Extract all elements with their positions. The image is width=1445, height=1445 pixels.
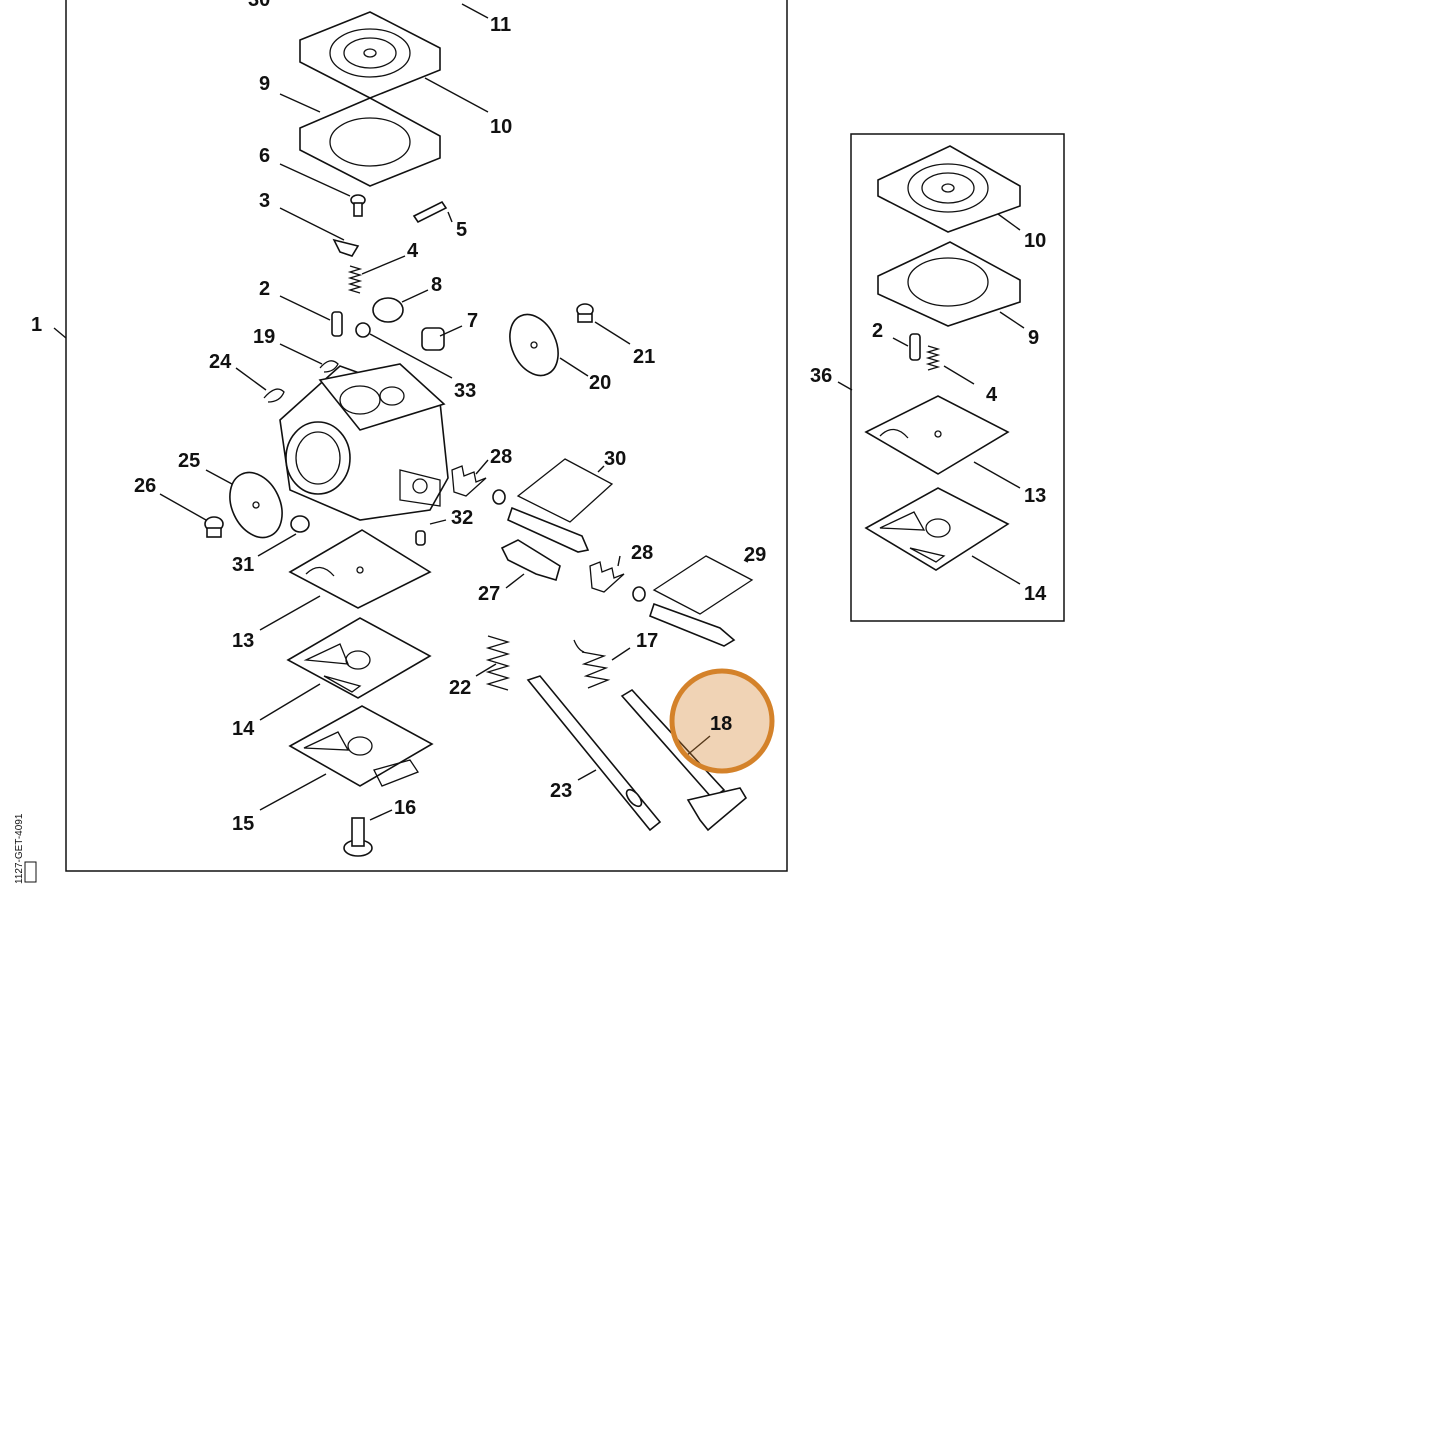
part-14-gasket	[286, 617, 432, 699]
kit-callout-13: 13	[1024, 485, 1046, 507]
callout-28a: 28	[490, 446, 512, 468]
part-29-adjust-screw	[649, 555, 754, 647]
callout-28b: 28	[631, 542, 653, 564]
callout-9: 9	[259, 73, 270, 95]
part-13-diaphragm	[288, 529, 432, 609]
callout-32: 32	[451, 507, 473, 529]
callout-26: 26	[134, 475, 156, 497]
part-18-choke-shaft	[620, 688, 748, 832]
kit-part-9-gasket	[877, 241, 1021, 327]
callout-4: 4	[407, 240, 419, 262]
callout-24: 24	[209, 351, 232, 373]
kit-callout-14: 14	[1024, 583, 1047, 605]
callout-11: 11	[490, 14, 511, 36]
document-number-text: 1127-GET-4091	[14, 813, 25, 884]
kit-part-4-spring	[925, 345, 941, 371]
part-3-lever	[332, 238, 360, 257]
callout-10: 10	[490, 116, 512, 138]
part-6-screw	[350, 194, 366, 217]
part-10-gasket	[299, 97, 441, 187]
kit-callout-4: 4	[986, 384, 998, 406]
part-16-screw	[343, 817, 373, 857]
main-diagram-frame	[65, 0, 788, 872]
callout-6: 6	[259, 145, 270, 167]
part-8-plug	[372, 297, 404, 323]
callout-3: 3	[259, 190, 270, 212]
kit-diagram-frame	[850, 133, 1065, 622]
callout-22: 22	[449, 677, 471, 699]
o-ring-29	[632, 586, 646, 602]
callout-21: 21	[633, 346, 655, 368]
o-ring-30	[492, 489, 506, 505]
callout-5: 5	[456, 219, 467, 241]
kit-parts-drawing	[864, 145, 1021, 571]
callout-17: 17	[636, 630, 658, 652]
kit-leader-lines	[837, 213, 1025, 585]
part-26-screw	[204, 516, 224, 538]
callout-19: 19	[253, 326, 275, 348]
callout-top-partial: 30	[248, 0, 270, 11]
part-28-spring-lower	[589, 561, 625, 593]
callout-20: 20	[589, 372, 611, 394]
part-7-plug	[421, 327, 445, 351]
callout-23: 23	[550, 780, 572, 802]
main-callout-labels: 30 11 9 10 6 3 5 4 8 2 7 1 19 21 24 20 3…	[31, 0, 766, 835]
callout-2: 2	[259, 278, 270, 300]
callout-31: 31	[232, 554, 254, 576]
callout-18: 18	[710, 713, 732, 735]
part-4-spring	[347, 265, 363, 294]
callout-33: 33	[454, 380, 476, 402]
part-23-throttle-shaft	[526, 675, 662, 832]
kit-part-13-diaphragm	[864, 395, 1010, 475]
part-30-adjust-screw	[507, 458, 614, 553]
part-2-needle	[331, 311, 343, 337]
part-22-spring	[485, 635, 511, 691]
callout-8: 8	[431, 274, 442, 296]
carburetor-body	[279, 363, 449, 521]
document-number: 1127-GET-4091	[14, 813, 37, 884]
callout-29: 29	[744, 544, 766, 566]
callout-30: 30	[604, 448, 626, 470]
part-33-screen	[355, 322, 371, 338]
part-31-detent	[290, 515, 310, 533]
kit-callout-2: 2	[872, 320, 883, 342]
part-25-choke-plate	[229, 471, 283, 539]
part-32-pin	[415, 530, 426, 546]
kit-callout-9: 9	[1028, 327, 1039, 349]
kit-part-14-gasket	[864, 487, 1010, 571]
callout-14: 14	[232, 718, 255, 740]
part-21-screw	[576, 303, 594, 323]
kit-callout-10: 10	[1024, 230, 1046, 252]
part-15-pump-cover	[288, 705, 434, 787]
highlighted-callout-18[interactable]: 18	[669, 668, 775, 774]
callout-7: 7	[467, 310, 478, 332]
callout-1: 1	[31, 314, 42, 336]
part-20-throttle-plate	[509, 313, 559, 377]
callout-25: 25	[178, 450, 200, 472]
part-28-spring-upper	[451, 465, 487, 497]
part-11-cover	[299, 11, 441, 99]
callout-16: 16	[394, 797, 416, 819]
part-17-spring	[573, 639, 611, 689]
main-leader-lines	[53, 3, 749, 821]
part-5-pin	[412, 200, 448, 224]
part-27-screw	[500, 539, 561, 581]
part-19-clip	[319, 360, 339, 373]
callout-27: 27	[478, 583, 500, 605]
kit-part-2-needle	[909, 333, 921, 361]
callout-15: 15	[232, 813, 254, 835]
kit-part-10-cover	[877, 145, 1021, 233]
highlight-circle	[669, 668, 775, 774]
kit-callout-36: 36	[810, 365, 832, 387]
main-parts-drawing	[204, 11, 754, 857]
kit-callout-labels: 10 2 9 36 4 13 14	[810, 230, 1047, 605]
document-number-box	[24, 861, 37, 883]
part-24-clip	[263, 388, 285, 403]
callout-13: 13	[232, 630, 254, 652]
